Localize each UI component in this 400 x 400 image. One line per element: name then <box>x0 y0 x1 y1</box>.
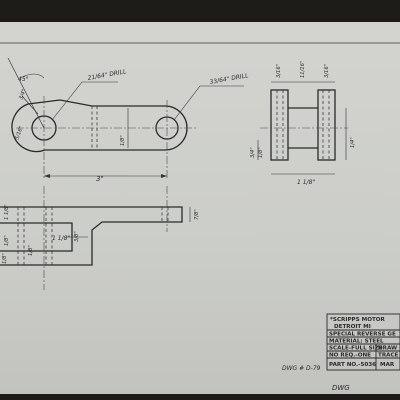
dim-side-left-a: 3/4" <box>250 147 256 158</box>
drill-right-leader <box>173 85 244 121</box>
bottom-view <box>0 186 191 290</box>
dim-drill-left: 21/64" DRILL <box>87 68 127 82</box>
bottom-outline <box>0 206 183 266</box>
dim-side-top-c: 3/16" <box>324 64 330 78</box>
tb-date: MAR <box>380 362 395 368</box>
tb-material: MATERIAL: STEEL <box>329 339 384 345</box>
arrow-right <box>161 174 167 178</box>
title-block <box>326 313 400 371</box>
tb-description: SPECIAL REVERSE GE <box>329 332 396 338</box>
angle-arc <box>19 73 45 79</box>
top-view-lever <box>7 57 244 180</box>
drawing-number: DWG # D-79 <box>282 365 321 372</box>
dim-angle: 45° <box>18 76 29 83</box>
dim-bottom-left-a: 1 1/8" <box>4 204 10 220</box>
dim-bottom-mid: 1 1/8" <box>52 235 70 242</box>
tb-part-no: PART NO.-5036 <box>329 362 376 368</box>
lever-outline <box>11 99 188 153</box>
tb-scale: SCALE-FULL SIZE <box>329 346 383 352</box>
drawing-number-edge: DWG <box>332 384 350 392</box>
side-view <box>257 81 348 175</box>
arrow-left <box>44 174 50 178</box>
angle-line <box>7 57 45 129</box>
radius-leader <box>21 95 39 115</box>
tb-drawn: DRAW <box>378 346 397 352</box>
dim-side-right: 1/4" <box>350 137 356 148</box>
side-block-right <box>317 89 336 161</box>
tb-location: DETROIT MI <box>334 324 371 330</box>
tb-req: NO REQ.-ONE <box>329 353 371 359</box>
dim-height-mid: 1/8" <box>120 135 126 146</box>
drawing-sheet <box>0 22 400 394</box>
dim-side-left-b: 1/8" <box>258 147 264 158</box>
dim-bottom-low-a: 1/8" <box>2 253 8 264</box>
tb-traced: TRACE <box>378 353 399 359</box>
dim-drill-right: 33/64" DRILL <box>209 72 249 86</box>
dim-center-distance: 3" <box>96 175 104 183</box>
dim-bottom-mid-b: 3/8" <box>74 231 80 242</box>
tb-company: *SCRIPPS MOTOR <box>330 317 386 323</box>
dim-side-bottom: 1 1/8" <box>297 179 315 186</box>
dim-bottom-low-b: 1/8" <box>28 245 34 256</box>
dim-left-radius: 5/16" <box>14 125 24 140</box>
dim-side-top-a: 3/16" <box>276 64 282 78</box>
dim-bottom-right: 7/8" <box>194 209 200 220</box>
side-block-left <box>270 89 289 161</box>
dim-side-top-b: 11/16" <box>300 61 306 78</box>
drill-left-leader <box>51 81 118 121</box>
dim-bottom-left-b: 1/8" <box>4 235 10 246</box>
title-block-frame <box>326 313 400 371</box>
dim-top-radius: 3/4" <box>18 89 27 101</box>
